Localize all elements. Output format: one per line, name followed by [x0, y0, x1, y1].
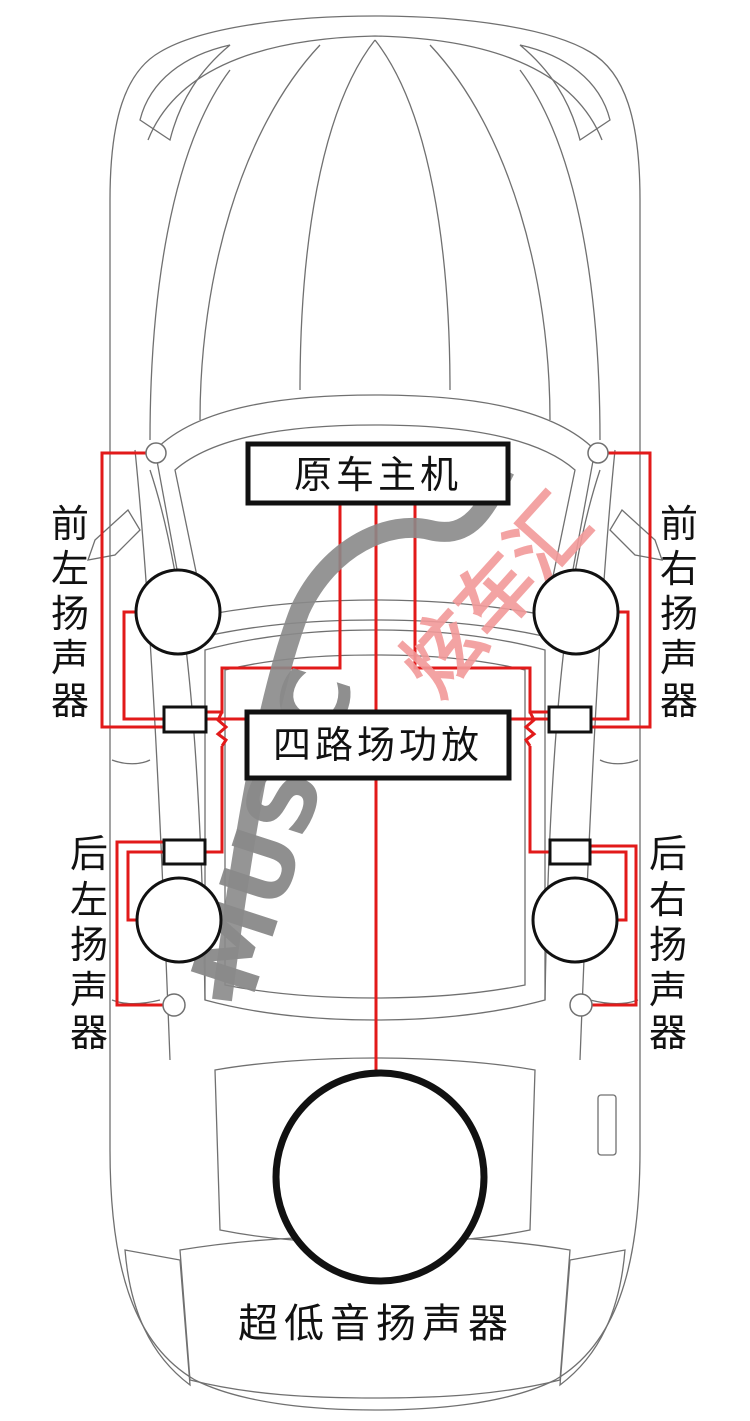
- rear-door-left: [111, 999, 161, 1005]
- car-body-outer: [109, 15, 641, 1411]
- label-front-left-char: 左: [51, 547, 89, 591]
- rear-left-woofer-icon: [135, 876, 223, 964]
- wire-head-left-branch: [207, 503, 342, 714]
- label-rear-right-char: 右: [649, 878, 687, 922]
- hood-crease-right: [374, 39, 451, 391]
- head-unit-frame: [245, 441, 511, 506]
- label-rear-right-char: 声: [649, 968, 687, 1012]
- label-front-left-char: 声: [51, 636, 89, 680]
- label-front-right-char: 前: [660, 502, 698, 546]
- zigzag-left: [215, 711, 229, 747]
- hood-edge-right: [519, 69, 601, 441]
- label-rear-left-char: 扬: [70, 923, 108, 967]
- amplifier-box: 四路场功放: [244, 709, 512, 781]
- rear-right-woofer-icon: [531, 876, 619, 964]
- car-outline: [87, 15, 663, 1411]
- wire-fr-tweeter: [590, 451, 652, 729]
- connectors: [162, 705, 593, 866]
- wire-fl-woofer: [122, 610, 163, 721]
- front-left-woofer-icon: [134, 568, 222, 656]
- front-right-woofer-icon: [532, 568, 620, 656]
- a-pillar-left: [134, 449, 171, 1061]
- hood-crease-left: [299, 39, 376, 391]
- label-rear-left-char: 器: [70, 1011, 108, 1055]
- hood-crease-right2: [429, 44, 551, 421]
- label-rear-left-char: 左: [70, 878, 108, 922]
- amplifier-frame: [244, 709, 512, 781]
- rear-right-tweeter-icon: [569, 993, 593, 1017]
- subwoofer-label: 超低音扬声器: [238, 1301, 514, 1347]
- hood-crease-left2: [199, 44, 321, 421]
- fuel-door: [597, 1094, 617, 1156]
- door-line-right: [599, 759, 639, 765]
- front-left-tweeter-icon: [145, 442, 167, 464]
- rear-left-tweeter-icon: [162, 993, 186, 1017]
- connector-front-right: [547, 705, 593, 734]
- label-front-left: 前 左 扬 声 器: [51, 502, 89, 723]
- taillight-left: [124, 1249, 191, 1387]
- wire-amp-rear-right: [528, 746, 550, 854]
- hood-line: [147, 35, 603, 141]
- head-unit-box: 原车主机: [245, 441, 511, 506]
- speakers: [134, 442, 620, 1285]
- wire-head-right-branch: [413, 503, 548, 714]
- label-front-left-char: 前: [51, 502, 89, 546]
- label-front-left-char: 器: [51, 679, 89, 723]
- label-front-right-char: 声: [660, 636, 698, 680]
- label-rear-right-char: 后: [649, 832, 687, 876]
- wire-rl-woofer: [126, 850, 163, 922]
- label-rear-left-char: 后: [70, 832, 108, 876]
- label-rear-left: 后 左 扬 声 器: [70, 832, 108, 1055]
- connector-front-left: [162, 705, 208, 734]
- label-rear-right: 后 右 扬 声 器: [649, 832, 687, 1055]
- label-front-right: 前 右 扬 声 器: [660, 502, 698, 723]
- label-rear-right-char: 器: [649, 1011, 687, 1055]
- subwoofer-icon: [272, 1069, 488, 1285]
- label-front-left-char: 扬: [51, 592, 89, 636]
- label-front-right-char: 右: [660, 547, 698, 591]
- wire-rr-tweeter: [590, 844, 638, 1007]
- wire-fr-woofer: [590, 610, 630, 721]
- connector-rear-right: [548, 838, 592, 866]
- label-front-right-char: 扬: [660, 592, 698, 636]
- hood-edge-left: [149, 69, 231, 441]
- windshield-inner: [174, 424, 576, 616]
- watermark-swoosh-icon: [212, 465, 514, 1002]
- connector-rear-left: [162, 838, 207, 866]
- taillight-right: [559, 1249, 626, 1387]
- wire-fl-tweeter: [100, 451, 163, 729]
- amplifier-label: 四路场功放: [273, 723, 483, 767]
- front-right-tweeter-icon: [587, 442, 609, 464]
- head-unit-label: 原车主机: [294, 453, 462, 497]
- label-rear-left-char: 声: [70, 968, 108, 1012]
- rear-door-right: [589, 999, 639, 1005]
- roof-inner: [224, 654, 526, 999]
- wire-amp-rear-left: [205, 746, 224, 854]
- zigzag-right: [523, 711, 537, 747]
- wire-rr-woofer: [590, 850, 628, 922]
- side-glass-right: [544, 469, 601, 1001]
- mirror-right: [609, 508, 663, 561]
- label-front-right-char: 器: [660, 679, 698, 723]
- wire-rl-tweeter: [115, 840, 163, 1007]
- headlight-left: [139, 44, 231, 142]
- label-rear-right-char: 扬: [649, 923, 687, 967]
- headlight-right: [519, 44, 611, 142]
- mirror-left: [87, 508, 141, 561]
- door-line-left: [111, 759, 151, 765]
